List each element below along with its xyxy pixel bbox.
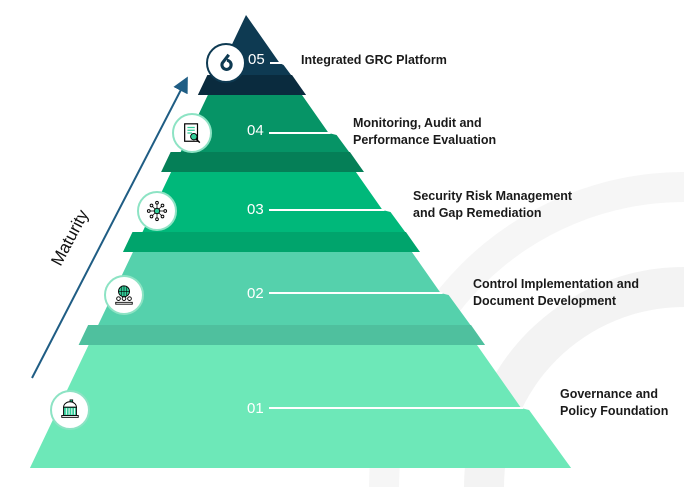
network-hub-icon: [137, 191, 177, 231]
tier-label: Integrated GRC Platform: [301, 52, 447, 69]
tier-label: Security Risk Management and Gap Remediat…: [413, 188, 572, 222]
tier-label-line2: Document Development: [473, 294, 617, 308]
tier-label-line1: Security Risk Management: [413, 189, 573, 203]
maturity-arrow: [31, 76, 188, 379]
logo-six-icon: [206, 43, 246, 83]
tier-label-line1: Control Implementation and: [473, 277, 639, 291]
tier-number: 02: [247, 285, 264, 302]
tier-number: 05: [248, 51, 265, 68]
tier-band-02: [78, 325, 485, 345]
tier-number: 03: [247, 201, 264, 218]
government-building-icon: [50, 390, 90, 430]
tier-number: 04: [247, 122, 264, 139]
tier-label-line2: Policy Foundation: [560, 404, 669, 418]
globe-people-icon: [104, 275, 144, 315]
audit-document-icon: [172, 113, 212, 153]
tier-01: [29, 345, 572, 468]
tier-label-line1: Integrated GRC Platform: [301, 53, 447, 67]
tier-label-line2: and Gap Remediation: [413, 206, 542, 220]
tier-02: [88, 252, 485, 345]
tier-label-line1: Governance and: [560, 387, 658, 401]
tier-band-04: [161, 152, 364, 172]
tier-band-03: [122, 232, 420, 252]
tier-label-line2: Performance Evaluation: [353, 133, 497, 147]
tier-label-line1: Monitoring, Audit and: [353, 116, 482, 130]
tier-number: 01: [247, 400, 264, 417]
